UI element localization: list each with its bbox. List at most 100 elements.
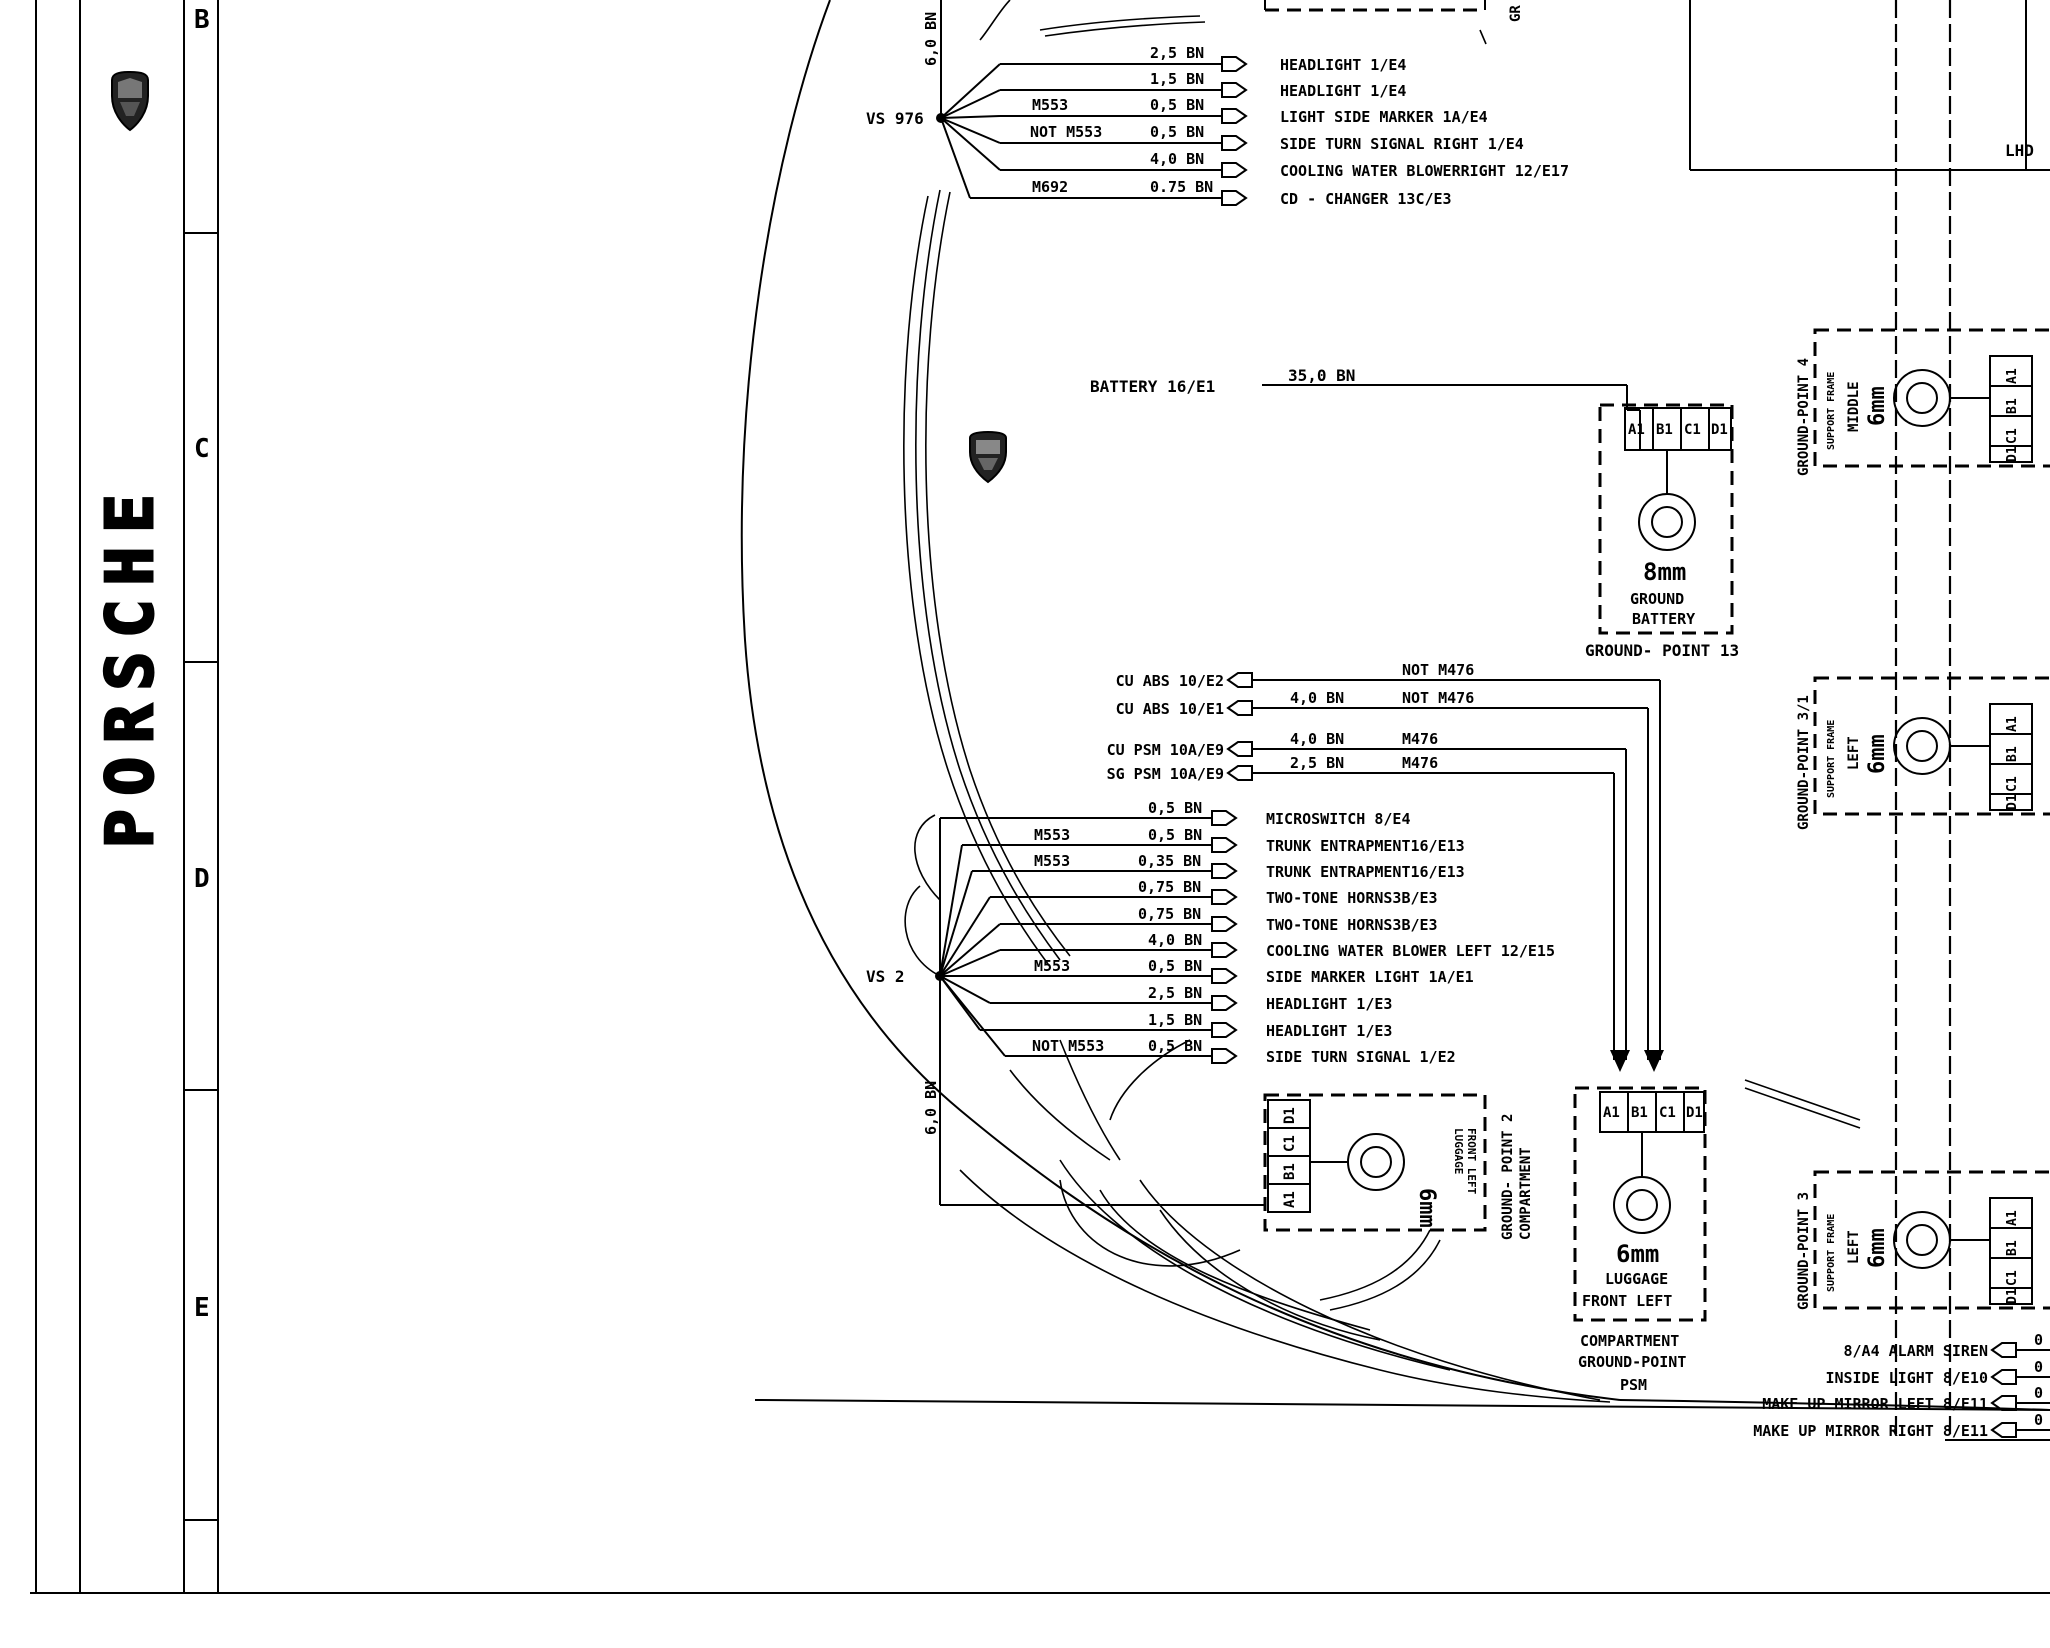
ground-point-psm-box — [1573, 1086, 1707, 1322]
grid-letter-b: B — [194, 5, 210, 35]
abs-row-wire-size: 4,0 BN — [1290, 689, 1344, 707]
gp2-name-l1: GROUND- POINT 2 — [1500, 1114, 1516, 1240]
vs2-row-wire-size: 0,35 BN — [1138, 852, 1201, 870]
porsche-wordmark: PORSCHE — [94, 480, 168, 848]
gp31-frame: SUPPORT FRAME — [1826, 720, 1837, 798]
vs2-row-wire-size: 1,5 BN — [1148, 1011, 1202, 1029]
gp13-pin-a1: A1 — [1628, 422, 1645, 438]
gp2-pin-d1: D1 — [1282, 1107, 1298, 1124]
connector-arrow-icon — [1226, 741, 1253, 757]
vs976-row-condition: NOT M553 — [1030, 123, 1102, 141]
connector-arrow-icon — [1221, 56, 1248, 72]
psm-pin-c1: C1 — [1659, 1105, 1676, 1121]
vs2-row-condition: NOT M553 — [1032, 1037, 1104, 1055]
vs2-row-destination: COOLING WATER BLOWER LEFT 12/E15 — [1266, 942, 1555, 960]
vs2-row-wire-size: 0,5 BN — [1148, 826, 1202, 844]
connector-arrow-icon — [1211, 1048, 1238, 1064]
gp4-name: GROUND-POINT 4 — [1796, 358, 1812, 476]
lhd-label: LHD — [2005, 141, 2034, 160]
splice-vs2-label: VS 2 — [866, 967, 905, 986]
vs2-row-destination: SIDE TURN SIGNAL 1/E2 — [1266, 1048, 1456, 1066]
psm-size: 6mm — [1616, 1240, 1659, 1268]
gp3-pin-d1: D1 — [2005, 1288, 2020, 1304]
connector-arrow-icon — [1221, 82, 1248, 98]
abs-row-condition: NOT M476 — [1402, 689, 1474, 707]
vs2-row-wire-size: 0,75 BN — [1138, 878, 1201, 896]
psm-pin-b1: B1 — [1631, 1105, 1648, 1121]
gp13-caption: GROUND- POINT 13 — [1585, 641, 1739, 660]
vs976-row-wire-size: 1,5 BN — [1150, 70, 1204, 88]
gp4-pin-b1: B1 — [2005, 398, 2020, 414]
gp13-name-l2: BATTERY — [1632, 610, 1695, 628]
battery-label: BATTERY 16/E1 — [1090, 377, 1215, 396]
connector-arrow-icon — [1990, 1342, 2017, 1358]
gp4-pin-c1: C1 — [2005, 428, 2020, 444]
vs2-row-destination: MICROSWITCH 8/E4 — [1266, 810, 1411, 828]
vs2-row-destination: TWO-TONE HORNS3B/E3 — [1266, 916, 1438, 934]
connector-arrow-icon — [1211, 863, 1238, 879]
connector-arrow-icon — [1226, 700, 1253, 716]
vs2-branch-wire — [939, 975, 991, 1004]
battery-wire-size: 35,0 BN — [1288, 366, 1355, 385]
connector-arrow-icon — [1226, 672, 1253, 688]
top-partial-label: GR — [1508, 5, 1524, 22]
gp4-size: 6mm — [1865, 386, 1890, 426]
harness-outline — [740, 0, 2050, 1411]
gp31-name: GROUND-POINT 3/1 — [1796, 695, 1812, 830]
vs2-branch-wire — [939, 975, 1006, 1057]
psm-name-l2: FRONT LEFT — [1582, 1292, 1672, 1310]
connector-arrow-icon — [1211, 889, 1238, 905]
gp31-pin-b1: B1 — [2005, 746, 2020, 762]
connector-arrow-icon — [1211, 942, 1238, 958]
vs976-row-destination: COOLING WATER BLOWERRIGHT 12/E17 — [1280, 162, 1569, 180]
psm-pin-a1: A1 — [1603, 1105, 1620, 1121]
vs2-row-wire-size: 4,0 BN — [1148, 931, 1202, 949]
vs2-row-wire-size: 0,5 BN — [1148, 799, 1202, 817]
gp2-size: 6mm — [1414, 1188, 1439, 1228]
gp13-pin-c1: C1 — [1684, 422, 1701, 438]
abs-row-condition: M476 — [1402, 754, 1438, 772]
gp31-pin-a1: A1 — [2005, 716, 2020, 732]
gp13-pin-d1: D1 — [1711, 422, 1728, 438]
vs976-row-condition: M692 — [1032, 178, 1068, 196]
vs976-row-wire-size: 0,5 BN — [1150, 123, 1204, 141]
bottom-row-wire-size: 0 — [2034, 1384, 2043, 1402]
gp31-pin-c1: C1 — [2005, 776, 2020, 792]
porsche-crest-logo — [111, 70, 149, 132]
ground-point-2-box — [1263, 1093, 1487, 1232]
ground-point-4-box — [1813, 328, 2050, 468]
gp2-name-l2: COMPARTMENT — [1518, 1147, 1534, 1240]
vs976-row-destination: HEADLIGHT 1/E4 — [1280, 82, 1406, 100]
connector-arrow-icon — [1990, 1422, 2017, 1438]
vs976-row-condition: M553 — [1032, 96, 1068, 114]
gp3-name: GROUND-POINT 3 — [1796, 1192, 1812, 1310]
vs2-trunk-wire: 6,0 BN — [922, 1081, 940, 1135]
grid-letter-e: E — [194, 1293, 210, 1323]
vs2-row-destination: HEADLIGHT 1/E3 — [1266, 1022, 1392, 1040]
splice-vs2 — [904, 817, 1264, 1206]
connector-arrow-icon — [1211, 916, 1238, 932]
vs976-row-destination: CD - CHANGER 13C/E3 — [1280, 190, 1452, 208]
psm-name-l1: LUGGAGE — [1605, 1270, 1668, 1288]
abs-row-label: CU PSM 10A/E9 — [1107, 741, 1224, 759]
bottom-row-wire-size: 0 — [2034, 1411, 2043, 1429]
porsche-crest-logo-center — [969, 430, 1007, 484]
gp4-frame: SUPPORT FRAME — [1826, 372, 1837, 450]
connector-arrow-icon — [1211, 837, 1238, 853]
gp3-side: LEFT — [1846, 1230, 1862, 1264]
bottom-row-label: INSIDE LIGHT 8/E10 — [1825, 1369, 1988, 1387]
vs2-row-wire-size: 0,75 BN — [1138, 905, 1201, 923]
gp13-name-l1: GROUND — [1630, 590, 1684, 608]
vs2-branch-wire — [939, 896, 991, 977]
vs2-row-wire-size: 0,5 BN — [1148, 957, 1202, 975]
grid-letter-d: D — [194, 864, 210, 894]
vs2-row-destination: TRUNK ENTRAPMENT16/E13 — [1266, 837, 1465, 855]
abs-row-condition: NOT M476 — [1402, 661, 1474, 679]
connector-arrow-icon — [1221, 162, 1248, 178]
splice-vs976 — [936, 0, 1222, 199]
vs2-row-condition: M553 — [1034, 957, 1070, 975]
gp2-side-l2: FRONT LEFT — [1465, 1128, 1478, 1195]
vs976-row-destination: HEADLIGHT 1/E4 — [1280, 56, 1406, 74]
gp4-side: MIDDLE — [1846, 381, 1862, 432]
